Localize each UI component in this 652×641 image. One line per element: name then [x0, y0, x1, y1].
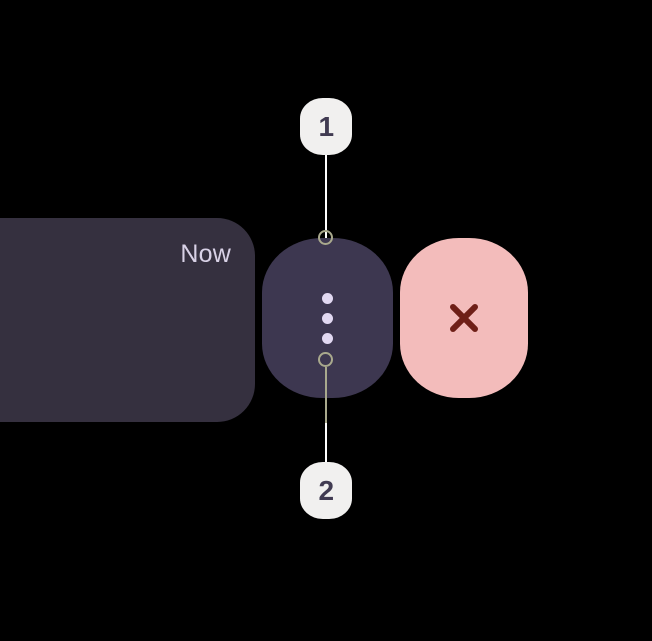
menu-dot	[322, 312, 333, 324]
menu-dot	[322, 332, 333, 344]
notification-timestamp: Now	[180, 240, 231, 268]
annotation-connector-line-1	[325, 152, 327, 238]
more-vertical-icon	[322, 292, 333, 344]
annotation-badge-1: 1	[300, 98, 352, 155]
notification-body: bank der: Your nt is due on J...	[0, 284, 225, 389]
annotation-connector-line-2b	[325, 423, 327, 469]
annotation-anchor-ring-1	[318, 230, 333, 245]
dismiss-button[interactable]	[400, 238, 528, 398]
notification-title: bank	[0, 284, 225, 316]
notification-card[interactable]: Now bank der: Your nt is due on J...	[0, 218, 255, 422]
notification-message: der: Your nt is due on J...	[0, 320, 225, 389]
close-icon	[450, 304, 478, 332]
menu-dot	[322, 292, 333, 304]
annotation-anchor-ring-2	[318, 352, 333, 367]
annotation-connector-line-2a	[325, 367, 327, 423]
annotation-badge-2: 2	[300, 462, 352, 519]
more-options-button[interactable]	[262, 238, 393, 398]
